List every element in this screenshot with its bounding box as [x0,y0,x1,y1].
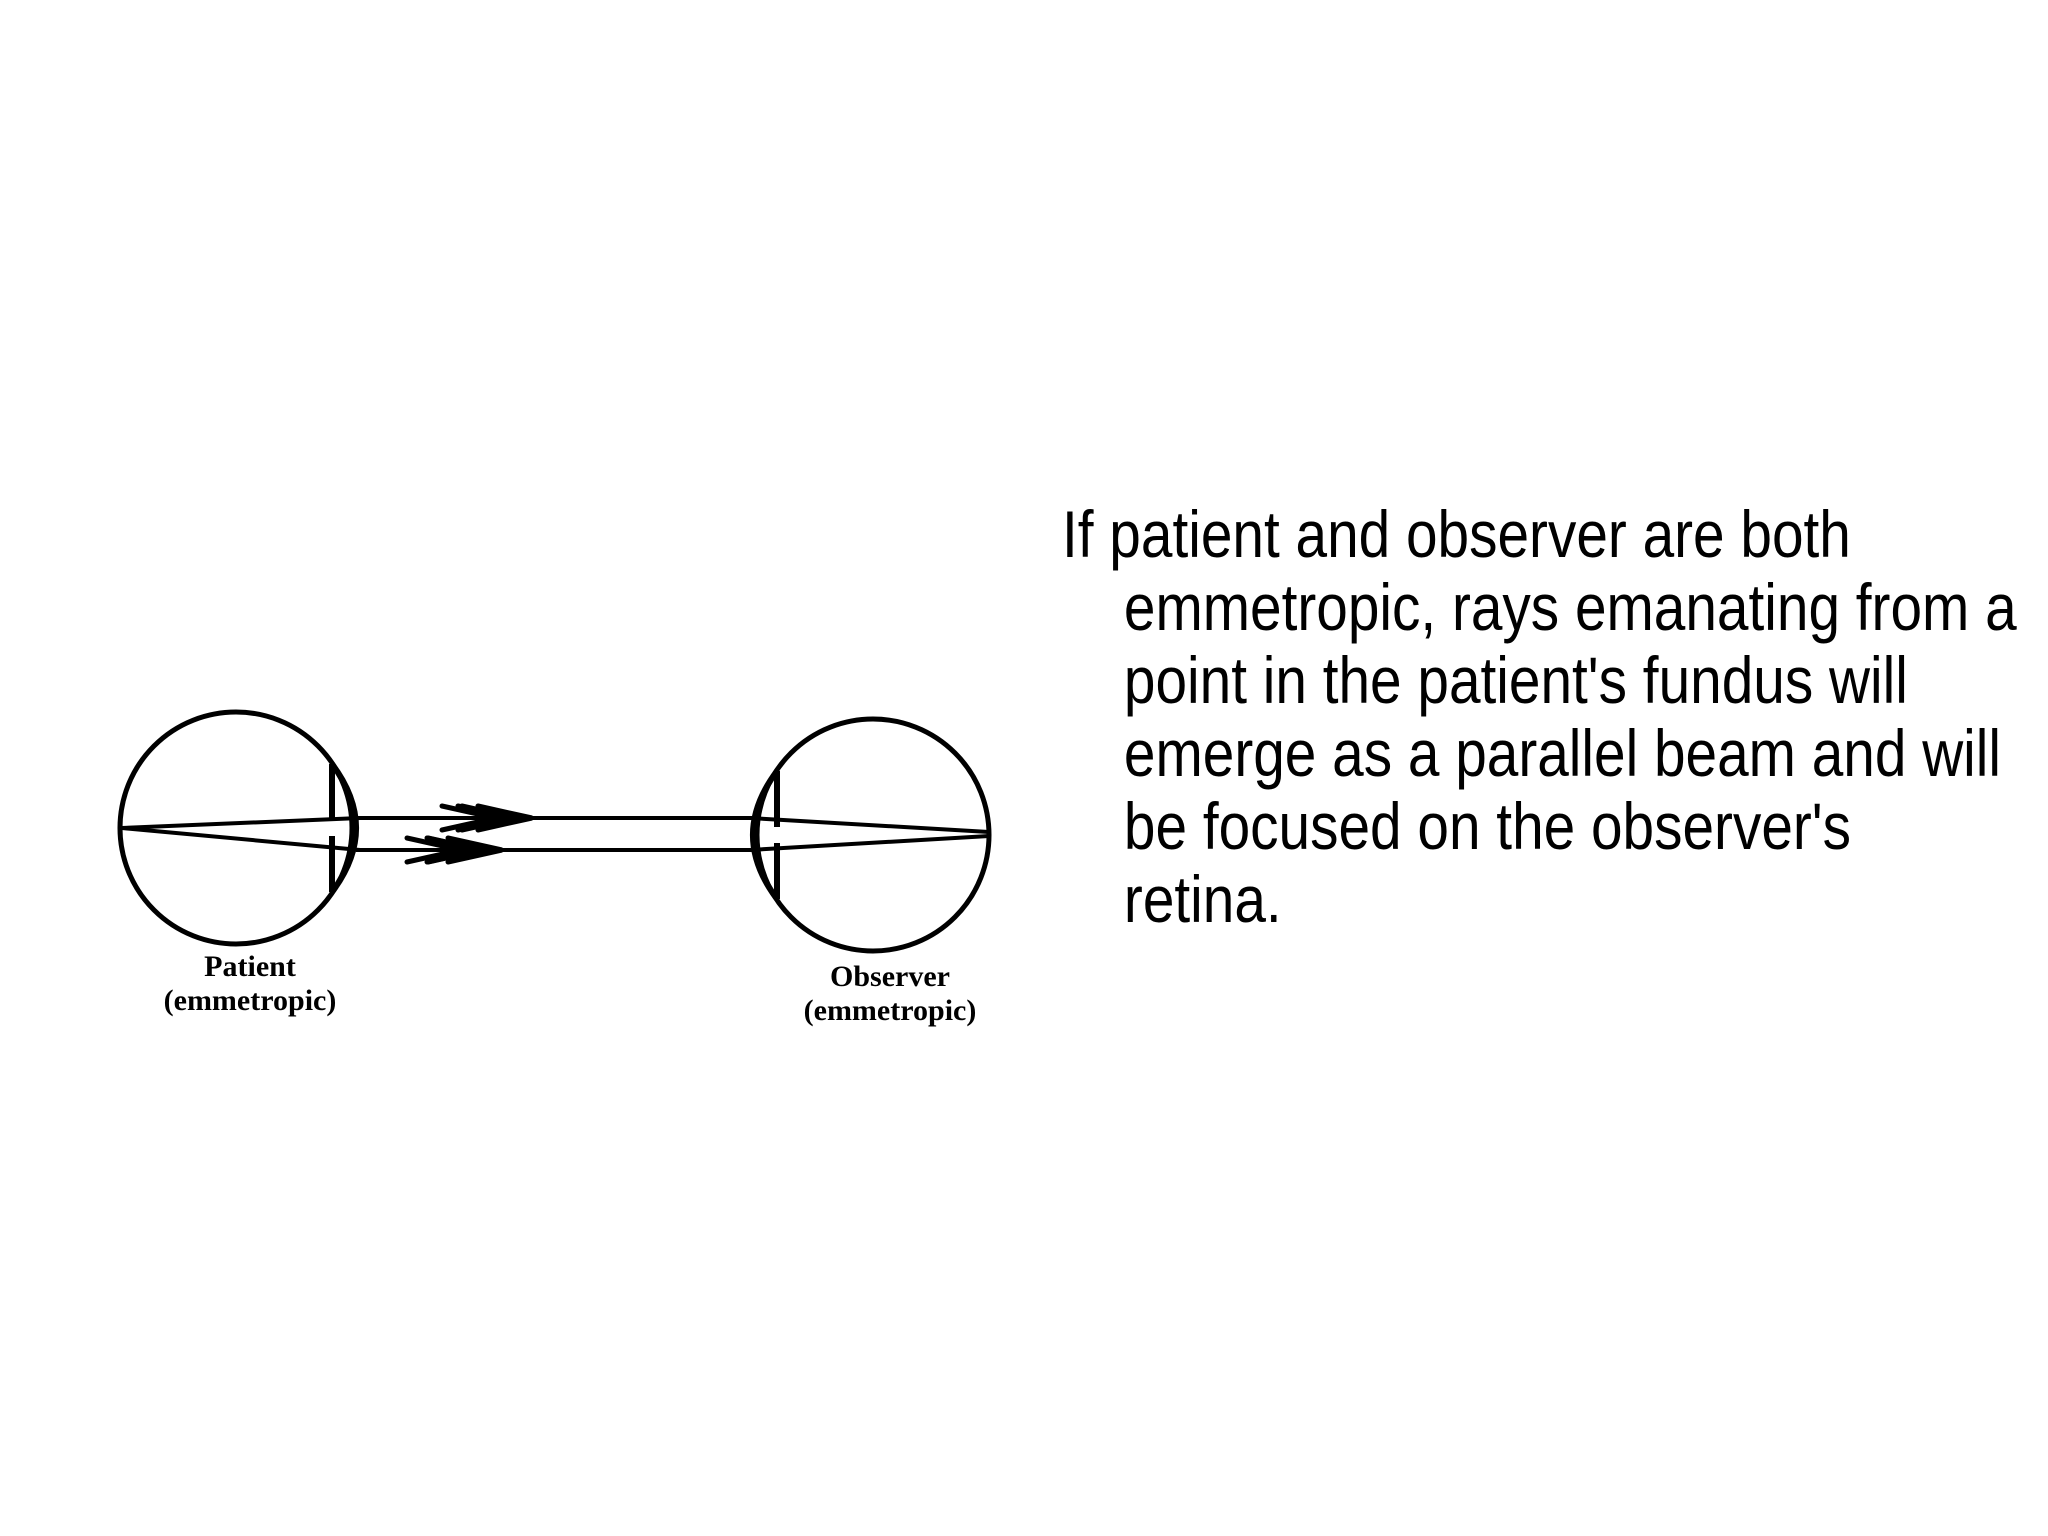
observer-globe-circle [754,716,992,954]
parallel-beam-observer-side [404,803,760,865]
ray-diagram-figure: Patient (emmetropic) Observer (emmetropi… [60,660,1060,1080]
observer-ray-upper-inside [749,816,990,834]
caption-text: If patient and observer are both emmetro… [1062,497,2017,936]
patient-ray-upper-inside [121,816,361,830]
observer-ray-lower-inside [749,834,990,852]
observer-eye-group [749,716,992,954]
patient-cornea-arc [329,762,359,894]
patient-globe-circle [117,709,355,947]
arrowhead-lower-b2 [424,835,482,865]
patient-eye-group [117,709,361,947]
patient-label: Patient (emmetropic) [100,950,400,1017]
observer-label: Observer (emmetropic) [740,960,1040,1027]
observer-cornea-arc [750,769,780,901]
patient-ray-lower-inside [121,826,361,852]
observer-label-title: Observer [830,960,950,993]
patient-label-title: Patient [204,950,296,983]
patient-label-subtitle: (emmetropic) [163,983,337,1017]
arrowhead-upper-b2 [459,803,517,833]
arrowhead-upper-b1 [439,803,497,833]
observer-label-subtitle: (emmetropic) [803,993,977,1027]
arrowhead-lower-b1 [404,835,462,865]
ray-diagram-svg [117,709,992,954]
